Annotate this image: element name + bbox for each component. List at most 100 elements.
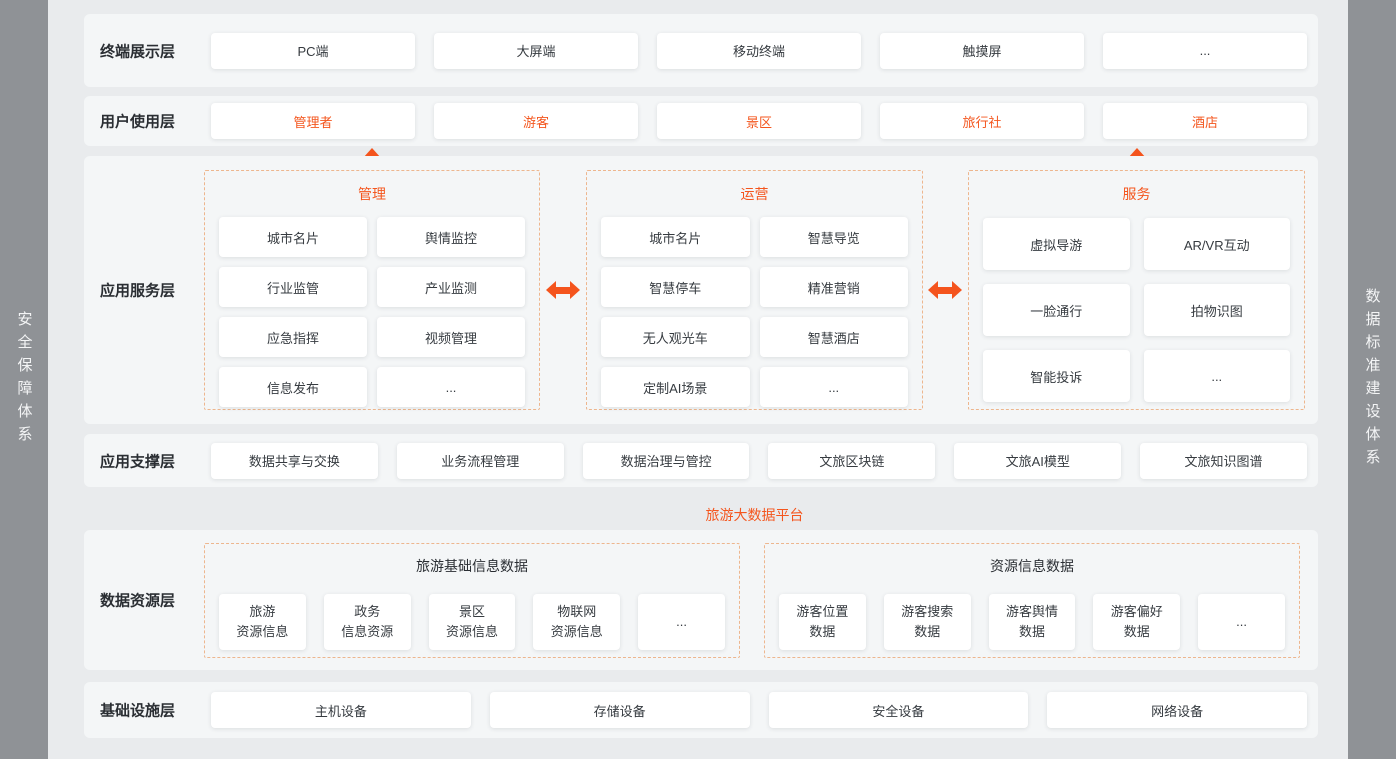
user-cards: 管理者 游客 景区 旅行社 酒店 bbox=[211, 103, 1307, 139]
user-layer-band: 用户使用层 管理者 游客 景区 旅行社 酒店 bbox=[84, 96, 1318, 146]
layer-card: 应急指挥 bbox=[219, 317, 367, 357]
group-operation: 运营 城市名片 智慧导览 智慧停车 精准营销 无人观光车 智慧酒店 定制AI场景… bbox=[586, 170, 923, 410]
card-line: ... bbox=[1236, 614, 1247, 629]
data-standard-label: 数据标准建设体系 bbox=[1363, 287, 1381, 472]
group-grid: 虚拟导游 AR/VR互动 一脸通行 拍物识图 智能投诉 ... bbox=[983, 218, 1290, 402]
group-title: 旅游基础信息数据 bbox=[416, 558, 528, 574]
layer-card: 虚拟导游 bbox=[983, 218, 1130, 270]
layer-card: 景区 资源信息 bbox=[428, 594, 516, 650]
layer-card: 一脸通行 bbox=[983, 284, 1130, 336]
layer-card-more: ... bbox=[1198, 594, 1285, 650]
layer-card-more: ... bbox=[1103, 32, 1307, 69]
card-line: 数据 bbox=[1123, 624, 1150, 639]
layer-card: 物联网 资源信息 bbox=[533, 594, 621, 650]
layer-card: 智慧停车 bbox=[601, 267, 750, 307]
layer-card: 文旅知识图谱 bbox=[1140, 442, 1307, 479]
layer-card: 大屏端 bbox=[434, 32, 638, 69]
layer-card: 无人观光车 bbox=[601, 317, 750, 357]
layer-card: 酒店 bbox=[1103, 103, 1307, 139]
group-resource-info-data: 资源信息数据 游客位置 数据 游客搜索 数据 游客舆情 数据 游客偏好 数据 bbox=[764, 543, 1300, 658]
layer-card: 城市名片 bbox=[219, 217, 367, 257]
double-arrow-icon bbox=[546, 281, 580, 299]
arrow-bar bbox=[938, 286, 952, 294]
layer-card: 城市名片 bbox=[601, 217, 750, 257]
layer-card-more: ... bbox=[377, 367, 525, 407]
app-support-layer-band: 应用支撑层 数据共享与交换 业务流程管理 数据治理与管控 文旅区块链 文旅AI模… bbox=[84, 434, 1318, 487]
layer-card: 文旅AI模型 bbox=[954, 442, 1122, 479]
layer-card: 业务流程管理 bbox=[396, 442, 564, 479]
group-title: 资源信息数据 bbox=[990, 558, 1074, 574]
arrow-head bbox=[363, 148, 381, 158]
card-line: 政务 bbox=[354, 604, 381, 619]
infra-cards: 主机设备 存储设备 安全设备 网络设备 bbox=[211, 692, 1307, 728]
layer-card: 游客 bbox=[434, 103, 638, 139]
card-line: 数据 bbox=[914, 624, 941, 639]
layer-card: 数据共享与交换 bbox=[211, 442, 378, 479]
layer-card: 管理者 bbox=[211, 103, 415, 139]
layer-card: 游客舆情 数据 bbox=[988, 594, 1076, 650]
security-system-label: 安全保障体系 bbox=[15, 310, 33, 449]
layer-label: 基础设施层 bbox=[100, 702, 176, 720]
layer-card: 旅游 资源信息 bbox=[219, 594, 306, 650]
card-line: 资源信息 bbox=[236, 624, 289, 639]
layer-card: PC端 bbox=[211, 32, 415, 69]
card-line: 资源信息 bbox=[550, 624, 603, 639]
layer-label: 数据资源层 bbox=[100, 592, 176, 610]
card-line: 资源信息 bbox=[445, 624, 498, 639]
card-line: 旅游 bbox=[249, 604, 276, 619]
layer-card: 舆情监控 bbox=[377, 217, 525, 257]
card-line: 游客偏好 bbox=[1110, 604, 1163, 619]
card-line: ... bbox=[676, 614, 687, 629]
group-service: 服务 虚拟导游 AR/VR互动 一脸通行 拍物识图 智能投诉 ... bbox=[968, 170, 1305, 410]
data-standard-strip: 数据标准建设体系 bbox=[1348, 0, 1396, 759]
group-grid: 城市名片 舆情监控 行业监管 产业监测 应急指挥 视频管理 信息发布 ... bbox=[219, 217, 525, 407]
layer-card: 移动终端 bbox=[657, 32, 861, 69]
layer-label: 应用服务层 bbox=[100, 282, 176, 300]
layer-card: 数据治理与管控 bbox=[582, 442, 750, 479]
card-line: 游客位置 bbox=[796, 604, 849, 619]
card-line: 数据 bbox=[809, 624, 836, 639]
big-data-platform-label: 旅游大数据平台 bbox=[705, 507, 804, 523]
card-line: 游客舆情 bbox=[1005, 604, 1058, 619]
data-resource-layer-band: 数据资源层 旅游基础信息数据 旅游 资源信息 政务 信息资源 景区 资源信息 物… bbox=[84, 530, 1318, 670]
layer-card: 游客位置 数据 bbox=[779, 594, 866, 650]
layer-card: 存储设备 bbox=[489, 692, 750, 728]
support-cards: 数据共享与交换 业务流程管理 数据治理与管控 文旅区块链 文旅AI模型 文旅知识… bbox=[211, 442, 1307, 479]
layer-card: 视频管理 bbox=[377, 317, 525, 357]
terminal-cards: PC端 大屏端 移动终端 触摸屏 ... bbox=[211, 32, 1307, 69]
arrow-bar bbox=[556, 286, 570, 294]
group-title: 管理 bbox=[358, 186, 386, 202]
group-title: 服务 bbox=[1122, 186, 1151, 202]
card-line: 信息资源 bbox=[341, 624, 394, 639]
group-title: 运营 bbox=[740, 186, 769, 202]
layer-label: 用户使用层 bbox=[100, 113, 176, 131]
group-grid: 城市名片 智慧导览 智慧停车 精准营销 无人观光车 智慧酒店 定制AI场景 ..… bbox=[601, 217, 908, 407]
arrow-right-head bbox=[570, 281, 580, 299]
layer-label: 终端展示层 bbox=[100, 43, 176, 60]
app-service-layer-band: 应用服务层 管理 城市名片 舆情监控 行业监管 产业监测 应急指挥 视频管理 信… bbox=[84, 156, 1318, 424]
card-line: 景区 bbox=[458, 604, 485, 619]
group-management: 管理 城市名片 舆情监控 行业监管 产业监测 应急指挥 视频管理 信息发布 ..… bbox=[204, 170, 540, 410]
arrow-right-head bbox=[952, 281, 962, 299]
group-tourism-basic-data: 旅游基础信息数据 旅游 资源信息 政务 信息资源 景区 资源信息 物联网 资源信… bbox=[204, 543, 740, 658]
layer-card-more: ... bbox=[1143, 350, 1290, 402]
layer-label: 应用支撑层 bbox=[100, 453, 176, 470]
layer-card-more: ... bbox=[638, 594, 725, 650]
layer-card: 景区 bbox=[657, 103, 861, 139]
double-arrow-icon bbox=[928, 281, 962, 299]
layer-card: AR/VR互动 bbox=[1143, 218, 1290, 270]
layer-card-more: ... bbox=[759, 367, 908, 407]
layer-card: 网络设备 bbox=[1047, 692, 1307, 728]
layer-card: 智慧导览 bbox=[759, 217, 908, 257]
layer-card: 政务 信息资源 bbox=[323, 594, 411, 650]
layer-card: 行业监管 bbox=[219, 267, 367, 307]
infrastructure-layer-band: 基础设施层 主机设备 存储设备 安全设备 网络设备 bbox=[84, 682, 1318, 738]
group-cards: 游客位置 数据 游客搜索 数据 游客舆情 数据 游客偏好 数据 ... bbox=[779, 594, 1285, 650]
layer-card: 安全设备 bbox=[768, 692, 1029, 728]
layer-card: 游客偏好 数据 bbox=[1093, 594, 1181, 650]
security-system-strip: 安全保障体系 bbox=[0, 0, 48, 759]
layer-card: 定制AI场景 bbox=[601, 367, 750, 407]
layer-card: 游客搜索 数据 bbox=[883, 594, 971, 650]
terminal-display-layer-band: 终端展示层 PC端 大屏端 移动终端 触摸屏 ... bbox=[84, 14, 1318, 87]
